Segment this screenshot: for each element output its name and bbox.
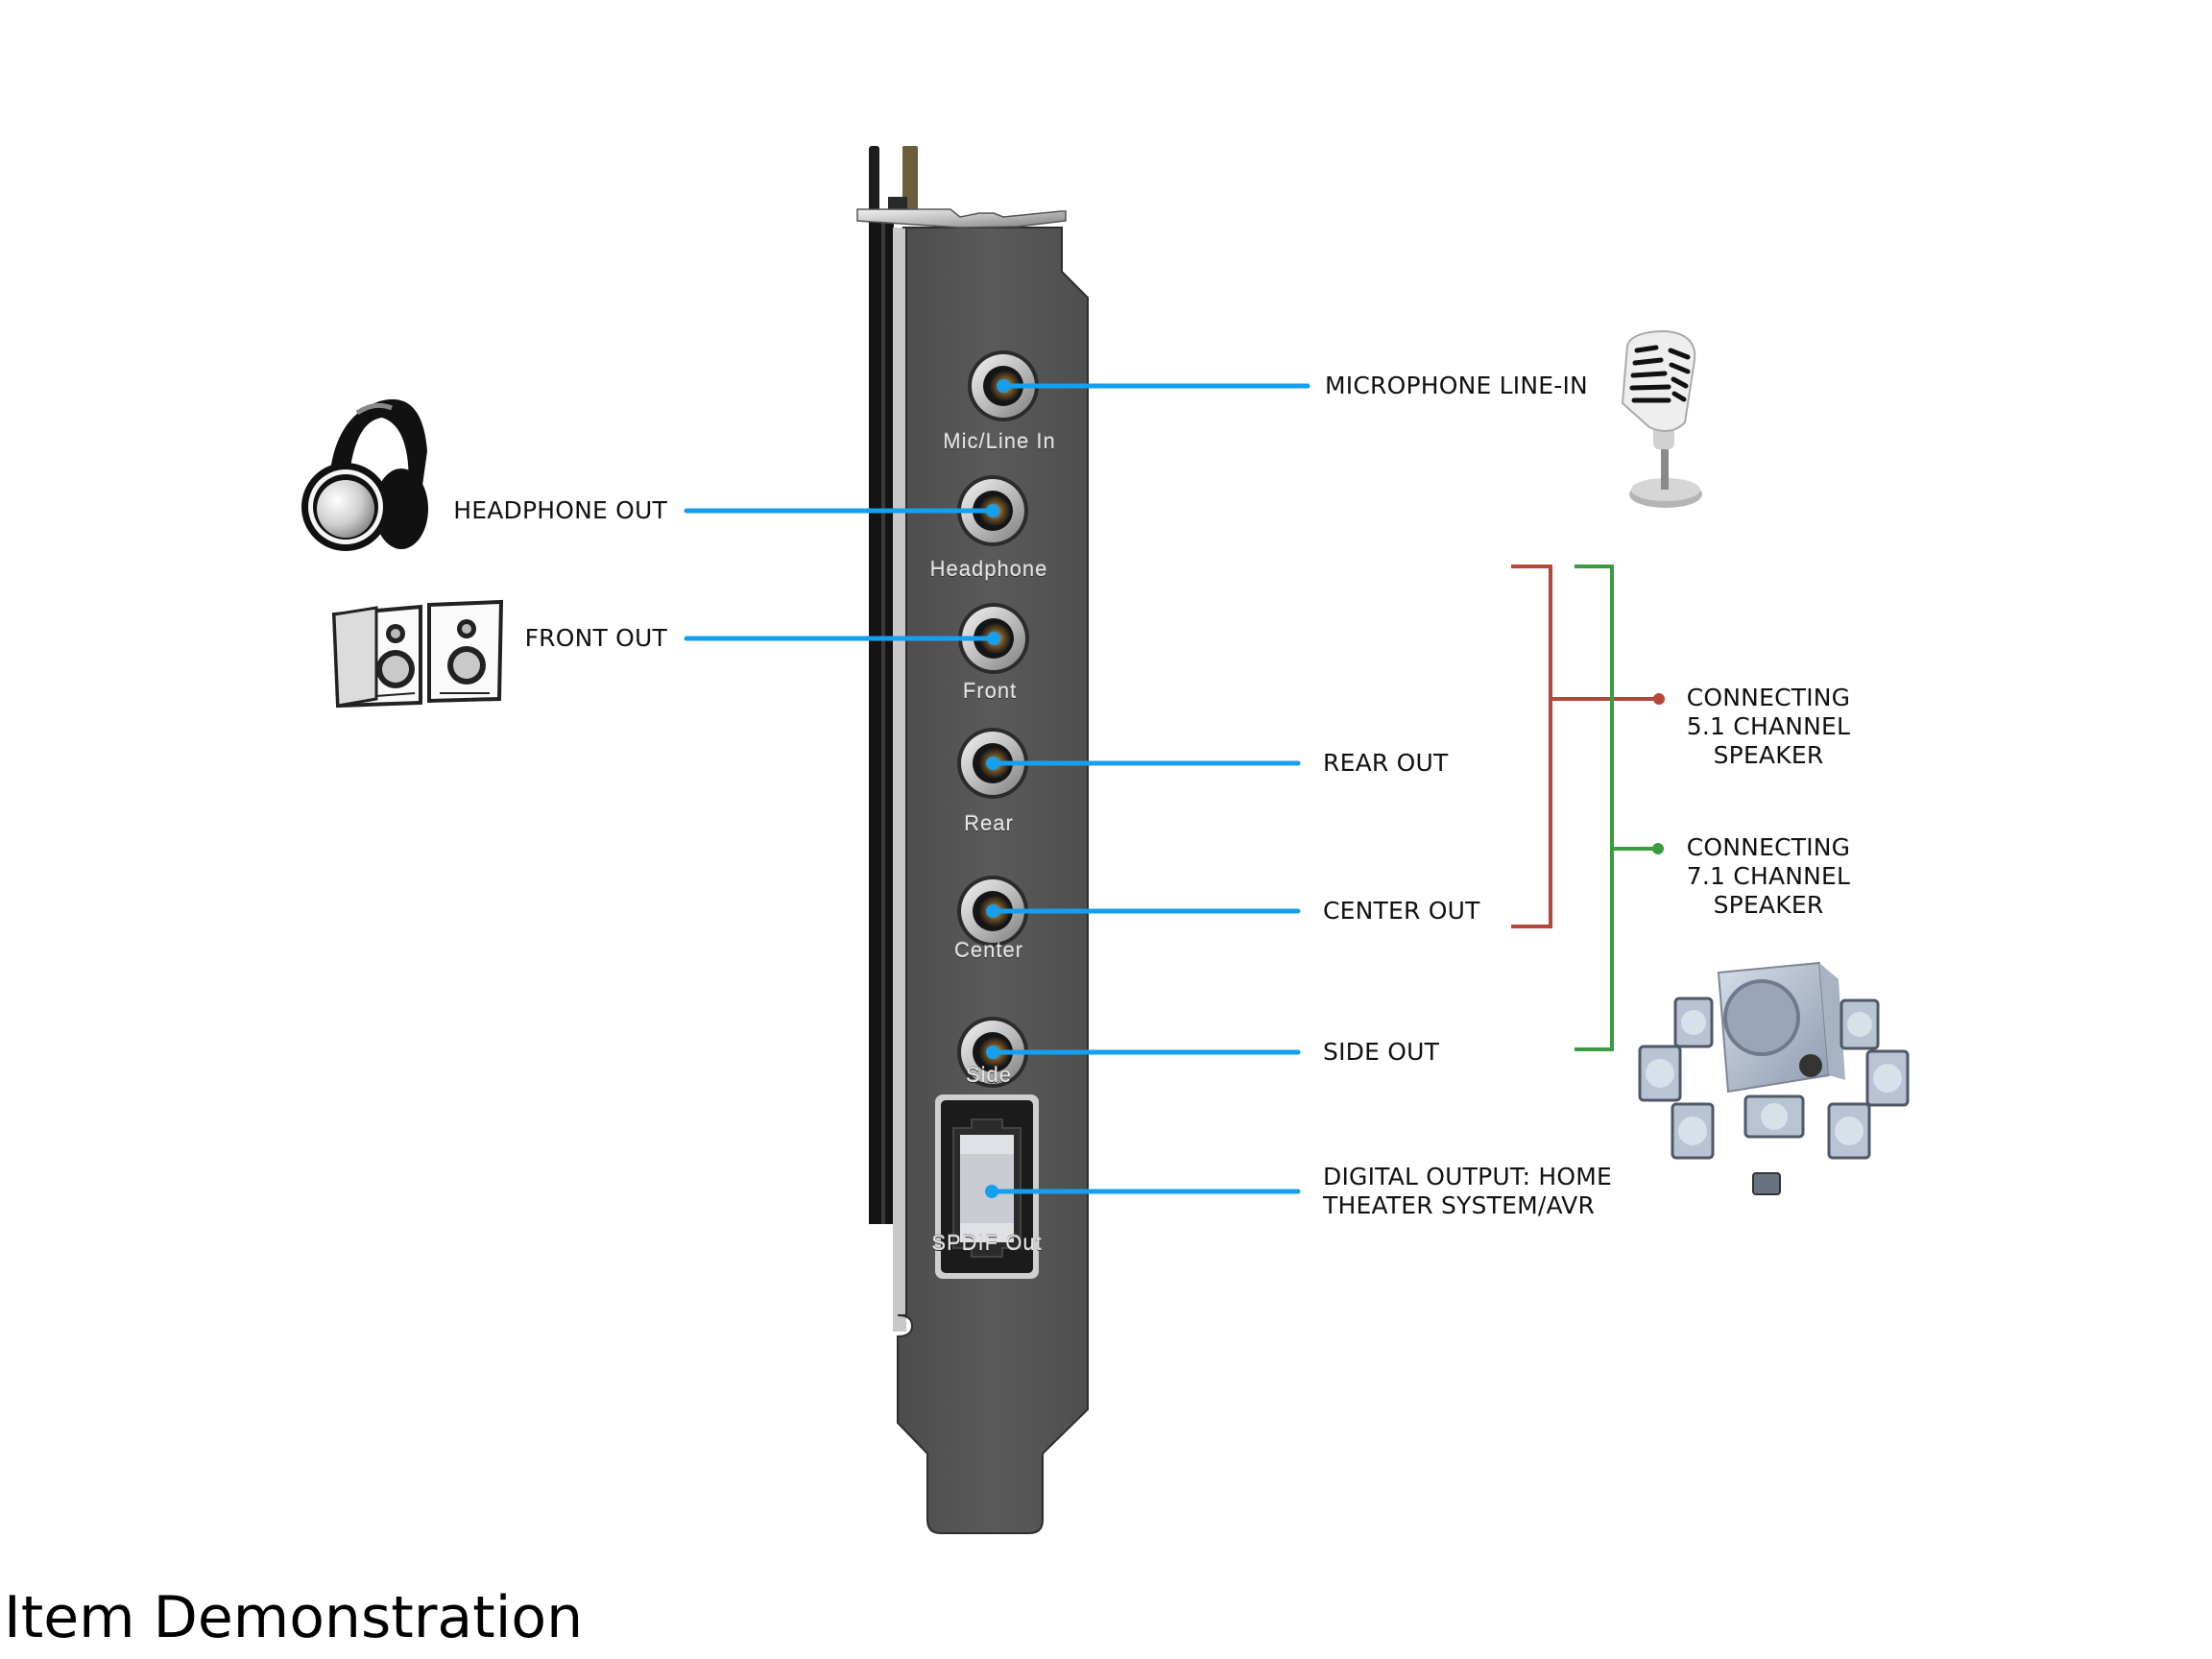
spdif-optical-port[interactable] <box>935 1094 1039 1279</box>
plate-label-headphone: Headphone <box>929 557 1048 581</box>
bookshelf-speakers-icon <box>331 599 504 709</box>
callout-front: FRONT OUT <box>524 624 667 652</box>
group-bracket-5-1 <box>1511 565 1665 928</box>
plate-label-spdif: SPDIF Out <box>931 1231 1043 1255</box>
plate-label-center: Center <box>953 938 1024 962</box>
connector-dot-center <box>986 904 999 918</box>
bracket-flange <box>856 208 1067 228</box>
callout-rear: REAR OUT <box>1323 749 1449 777</box>
callout-spdif: DIGITAL OUTPUT: HOME THEATER SYSTEM/AVR <box>1323 1163 1613 1219</box>
footer-title: Item Demonstration <box>4 1584 584 1651</box>
connector-dot-spdif <box>985 1185 998 1198</box>
connector-dot-mic <box>997 379 1010 393</box>
callout-center: CENTER OUT <box>1323 897 1480 925</box>
group-bracket-7-1 <box>1575 565 1664 1051</box>
callout-mic: MICROPHONE LINE-IN <box>1325 372 1588 399</box>
connector-dot-rear <box>986 757 999 770</box>
connector-dot-front <box>987 632 1000 645</box>
bracket-side-strip <box>893 228 906 1332</box>
plate-label-front: Front <box>962 679 1018 703</box>
callout-side: SIDE OUT <box>1323 1038 1440 1066</box>
plate-label-mic: Mic/Line In <box>943 429 1056 453</box>
surround-speaker-system-icon <box>1638 961 1910 1195</box>
group-label-5-1: CONNECTING 5.1 CHANNEL SPEAKER <box>1686 684 1851 769</box>
microphone-icon <box>1621 329 1702 508</box>
pcb-edge-highlight <box>881 216 885 1224</box>
callout-headphone: HEADPHONE OUT <box>453 496 667 524</box>
connector-dot-side <box>986 1046 999 1059</box>
plate-label-rear: Rear <box>964 811 1014 835</box>
headphones-icon <box>301 398 428 551</box>
group-label-7-1: CONNECTING 7.1 CHANNEL SPEAKER <box>1686 833 1851 919</box>
connector-dot-headphone <box>986 504 999 517</box>
bracket-post-left <box>869 146 879 223</box>
pci-bracket <box>856 146 1089 1534</box>
plate-label-side: Side <box>965 1063 1013 1087</box>
